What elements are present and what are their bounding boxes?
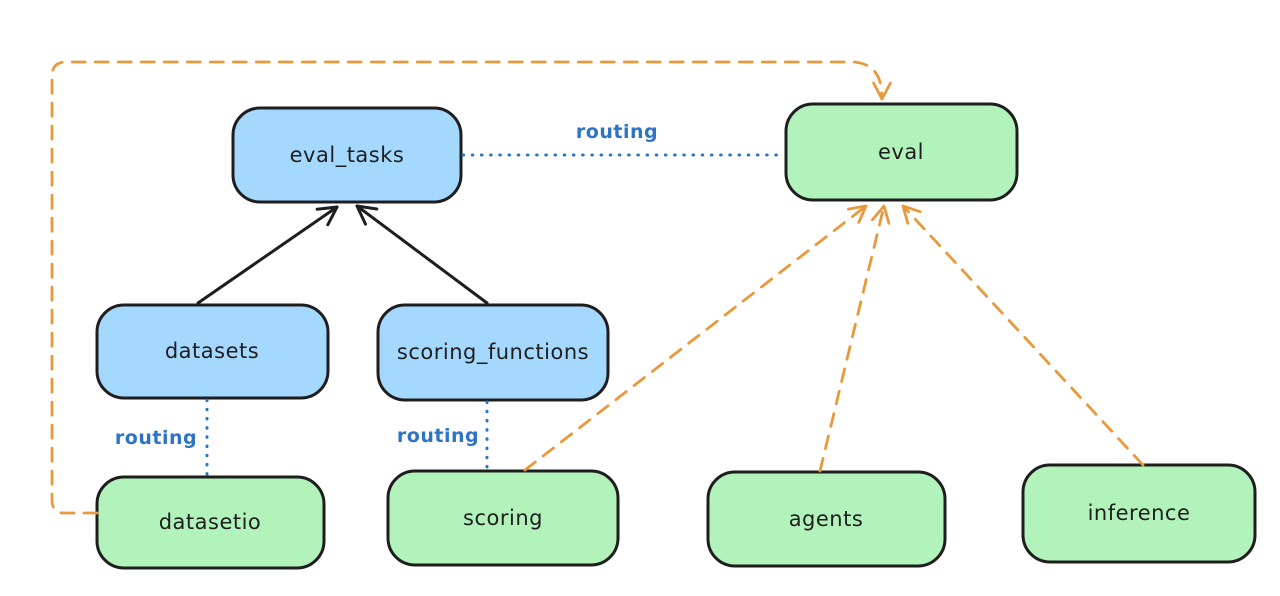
edge-scoring-functions-to-scoring-routing: routing: [397, 400, 489, 470]
node-eval-tasks: eval_tasks: [231, 106, 463, 204]
node-scoring-functions: scoring_functions: [376, 303, 610, 402]
node-datasets-box: [95, 303, 330, 400]
arrowhead-icon: [846, 204, 868, 224]
routing-label-left: routing: [115, 427, 197, 449]
node-datasetio-label: datasetio: [159, 510, 262, 534]
node-eval-tasks-label: eval_tasks: [290, 143, 405, 168]
routing-label-middle: routing: [397, 425, 479, 447]
node-agents: agents: [706, 470, 947, 568]
node-scoring-functions-label: scoring_functions: [397, 340, 589, 365]
edge-shaft: [196, 205, 339, 305]
arrowhead-icon: [872, 81, 892, 101]
node-inference: inference: [1021, 463, 1257, 564]
edge-inference-to-eval: [901, 204, 1145, 467]
routing-label-top: routing: [576, 121, 658, 143]
node-agents-label: agents: [789, 507, 864, 531]
edge-datasets-to-datasetio-routing: routing: [115, 398, 209, 477]
node-datasetio-box: [95, 475, 326, 570]
node-inference-box: [1021, 463, 1257, 564]
arrowhead-icon: [355, 204, 379, 226]
node-eval-label: eval: [878, 140, 924, 164]
edge-shaft: [355, 204, 489, 305]
arrowhead-icon: [901, 204, 922, 225]
node-datasets: datasets: [95, 303, 330, 400]
arrowhead-icon: [315, 205, 339, 227]
edge-shaft: [818, 204, 886, 473]
node-agents-box: [706, 470, 947, 568]
edge-eval-tasks-to-eval-routing: routing: [461, 121, 786, 157]
edge-datasetio-to-eval: [50, 60, 892, 515]
edge-agents-to-eval: [818, 204, 891, 473]
edge-scoring-functions-to-eval-tasks: [355, 204, 489, 305]
node-scoring: scoring: [386, 469, 620, 567]
node-eval-box: [784, 102, 1019, 202]
node-scoring-box: [386, 469, 620, 567]
edge-scoring-to-eval: [523, 204, 868, 472]
edge-shaft: [901, 204, 1145, 467]
edge-datasets-to-eval-tasks: [196, 205, 339, 305]
arrowhead-icon: [871, 204, 891, 225]
edge-shaft: [523, 204, 868, 472]
node-eval: eval: [784, 102, 1019, 202]
node-datasetio: datasetio: [95, 475, 326, 570]
node-scoring-label: scoring: [463, 506, 543, 530]
node-scoring-functions-box: [376, 303, 610, 402]
node-datasets-label: datasets: [165, 339, 259, 363]
node-inference-label: inference: [1088, 501, 1191, 525]
edge-shaft: [50, 60, 884, 515]
node-eval-tasks-box: [231, 106, 463, 204]
